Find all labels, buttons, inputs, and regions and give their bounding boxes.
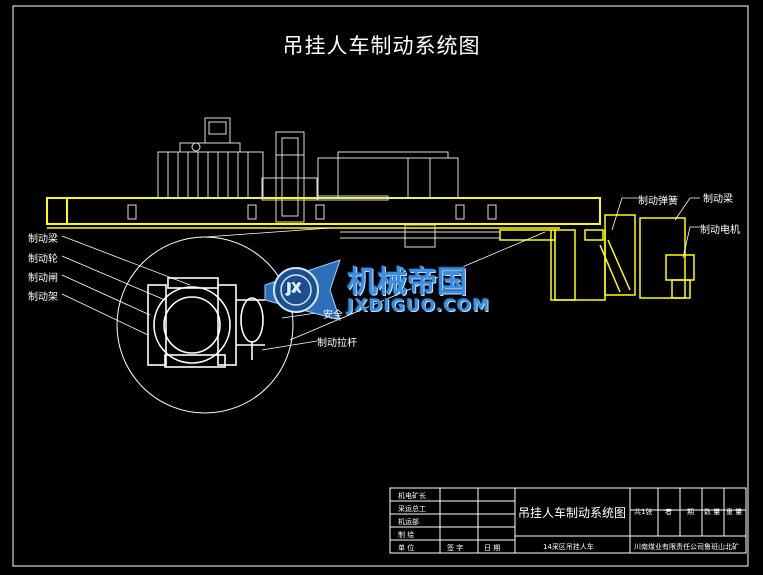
tb-header-qty: 数 量 — [704, 508, 721, 516]
tb-row-3: 机运部 — [398, 518, 419, 526]
watermark-brand-en: JXDIGUO.COM — [347, 296, 491, 316]
brake-wheel-detail — [147, 277, 265, 368]
detail-leader-bottom — [289, 231, 546, 341]
detail-leader-top — [204, 227, 331, 238]
label-brake-gate: 制动闸 — [28, 273, 58, 284]
drawing-border — [12, 5, 749, 567]
tb-footer-sign: 签 字 — [447, 544, 464, 552]
title-block — [389, 487, 747, 554]
tb-header-sheets: 共1张 — [634, 508, 653, 516]
tb-header-person: 者 — [665, 508, 672, 516]
label-brake-spring: 制动弹簧 — [638, 196, 678, 207]
label-brake-beam-left: 制动梁 — [28, 234, 58, 245]
watermark-brand-cn: 机械帝国 — [347, 265, 467, 300]
coupling — [261, 131, 318, 223]
gear-reducer — [317, 151, 459, 201]
tb-row-2: 采运总工 — [398, 505, 426, 513]
tb-footer-date: 日 期 — [484, 544, 501, 552]
brake-unit — [499, 214, 695, 301]
label-brake-frame: 制动架 — [28, 292, 58, 303]
pull-rod-leader — [261, 340, 318, 351]
tb-row-5: 单 位 — [398, 544, 415, 552]
tb-drawing-name: 吊挂人车制动系统图 — [518, 506, 627, 520]
tb-row-4: 制 绘 — [398, 531, 415, 539]
left-leaders — [61, 235, 191, 336]
drawing-title: 吊挂人车制动系统图 — [282, 34, 481, 58]
tb-header-weight: 重 量 — [726, 508, 743, 516]
rail-bolts — [127, 204, 497, 220]
label-brake-beam-right: 制动梁 — [703, 194, 733, 205]
detail-circle — [116, 236, 294, 414]
tb-company: 川南煤业有限责任公司鲁班山北矿 — [634, 543, 739, 551]
label-safety: 安全 — [323, 310, 343, 321]
drive-motor — [157, 117, 264, 199]
watermark-logo-letters: JX — [286, 281, 301, 296]
tb-header-period: 期 — [687, 508, 694, 516]
tb-row-1: 机电矿长 — [398, 492, 426, 500]
hanger-rods — [340, 224, 500, 248]
label-brake-wheel: 制动轮 — [28, 254, 58, 265]
right-leaders — [611, 197, 700, 259]
watermark-logo — [264, 259, 341, 321]
label-pull-rod: 制动拉杆 — [317, 338, 357, 349]
label-brake-motor: 制动电机 — [700, 225, 740, 236]
tb-subtitle: 14采区吊挂人车 — [543, 543, 594, 551]
